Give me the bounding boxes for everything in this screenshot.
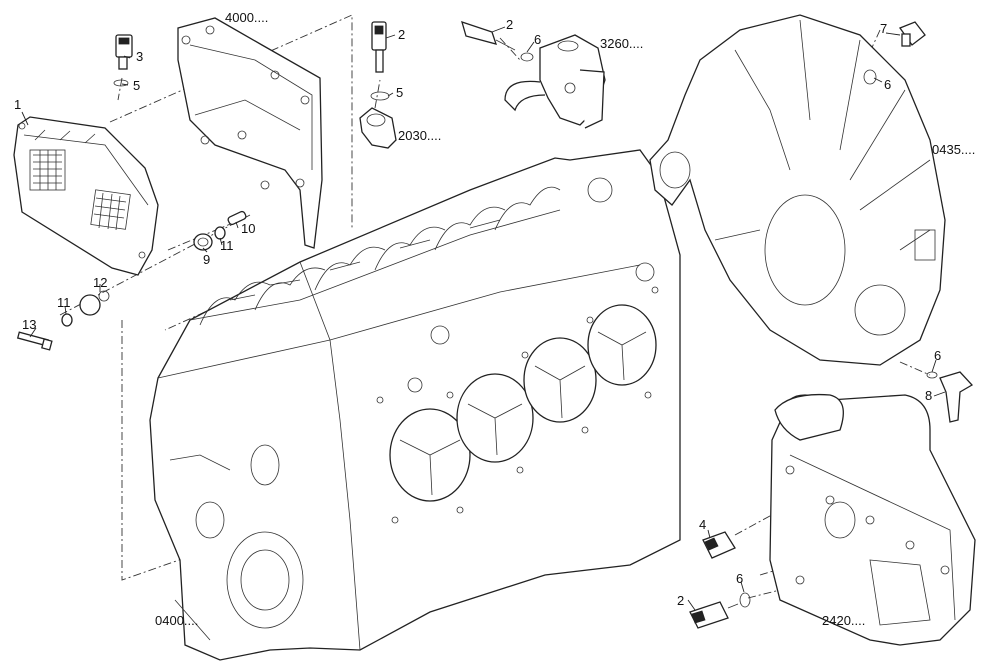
sensor-2-upper-mid (461, 20, 516, 51)
callout-2-bottom-sensor: 2 (677, 593, 685, 608)
callout-13: 13 (22, 317, 37, 332)
group-ref-2420: 2420.... (822, 613, 866, 628)
sensor-2-top (371, 21, 387, 73)
callout-6-top-right: 6 (884, 77, 892, 92)
bolt-13 (16, 331, 53, 351)
sensor-7 (898, 21, 926, 47)
sensor-4 (702, 531, 736, 559)
cover-plate-4000 (177, 17, 323, 249)
callout-3: 3 (136, 49, 144, 64)
callout-9: 9 (203, 252, 211, 267)
leader-lines (21, 26, 946, 611)
plug-12 (79, 290, 110, 316)
callout-5-left: 5 (133, 78, 141, 93)
block-bolt-holes (376, 177, 659, 524)
seal-ring-5-left (113, 79, 129, 87)
callout-8: 8 (925, 388, 933, 403)
cover-bolt-holes (181, 25, 310, 190)
plug-9 (193, 233, 213, 251)
housing-2030 (359, 107, 397, 149)
callout-2-top-sensor: 2 (398, 27, 406, 42)
engine-crankcase-block (149, 149, 681, 661)
thermostat-housing-3260 (504, 34, 606, 129)
callout-1: 1 (14, 97, 22, 112)
seal-ring-6-thermostat (520, 52, 534, 62)
washer-11-lower (61, 313, 73, 327)
callout-11-upper: 11 (220, 238, 234, 253)
group-ref-0435: 0435.... (932, 142, 976, 157)
callout-5-right: 5 (396, 85, 404, 100)
sensor-3 (115, 34, 133, 70)
callout-6-sensor-8: 6 (934, 348, 942, 363)
front-timing-case (169, 444, 304, 641)
flywheel-housing-0435 (649, 14, 946, 366)
group-ref-4000: 4000.... (225, 10, 269, 25)
callout-11-lower: 11 (57, 295, 71, 310)
cylinder-bores (389, 304, 657, 502)
pin-10 (227, 210, 247, 226)
callout-6-thermostat: 6 (534, 32, 542, 47)
callout-6-bottom: 6 (736, 571, 744, 586)
callout-12: 12 (93, 275, 108, 290)
group-ref-3260: 3260.... (600, 36, 644, 51)
engine-control-unit (13, 116, 159, 276)
callout-7: 7 (880, 21, 888, 36)
cylinder-head-ridges (199, 186, 561, 326)
group-ref-2030: 2030.... (398, 128, 442, 143)
sensor-2-bottom (689, 601, 739, 629)
seal-ring-6-sensor-8 (926, 371, 938, 379)
callout-10: 10 (241, 221, 256, 236)
heat-exchanger-2420 (769, 393, 976, 646)
sensor-8 (939, 371, 974, 423)
seal-ring-6-bottom (739, 592, 751, 608)
callout-4: 4 (699, 517, 707, 532)
group-ref-0400: 0400.... (155, 613, 199, 628)
callout-2-upper-mid-sensor: 2 (506, 17, 514, 32)
seal-ring-5-right (370, 91, 390, 101)
seal-ring-6-top-right (863, 69, 877, 85)
